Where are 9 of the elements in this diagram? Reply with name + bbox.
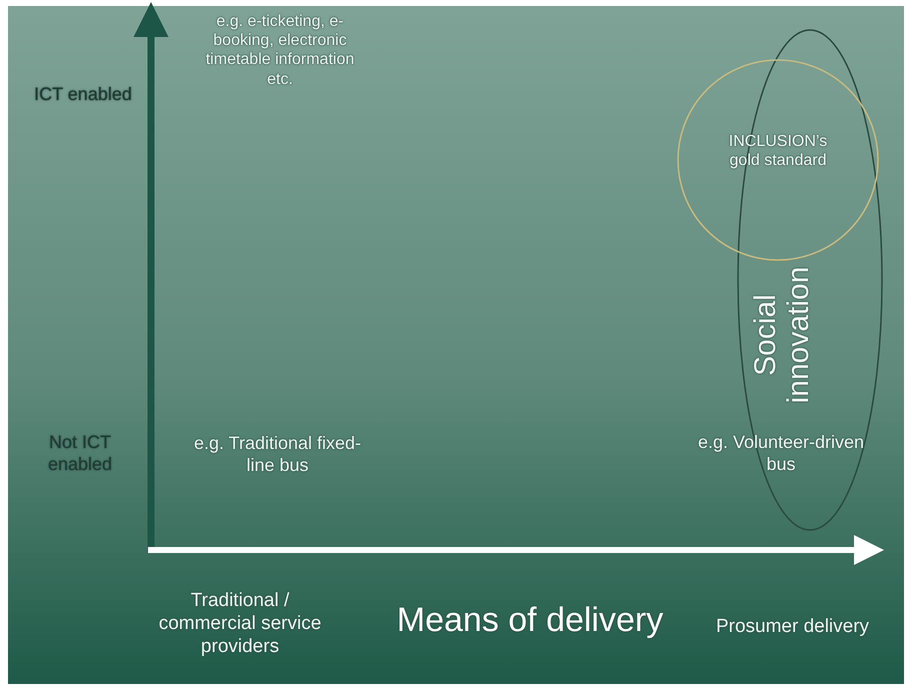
axis-label: Traditional / commercial service providers	[158, 590, 322, 658]
example-text: e.g. e-ticketing, e-booking, electronic timetable information etc.	[204, 12, 356, 89]
example-text: e.g. Traditional fixed-line bus	[192, 433, 362, 476]
axis-title: Means of delivery	[396, 600, 664, 641]
axis-label: Prosumer delivery	[714, 616, 870, 639]
example-text: e.g. Volunteer-driven bus	[696, 432, 866, 476]
axis-label: ICT enabled	[33, 84, 133, 106]
axis-label: Not ICT enabled	[46, 432, 114, 476]
rotated-label: Social innovation	[749, 266, 815, 406]
